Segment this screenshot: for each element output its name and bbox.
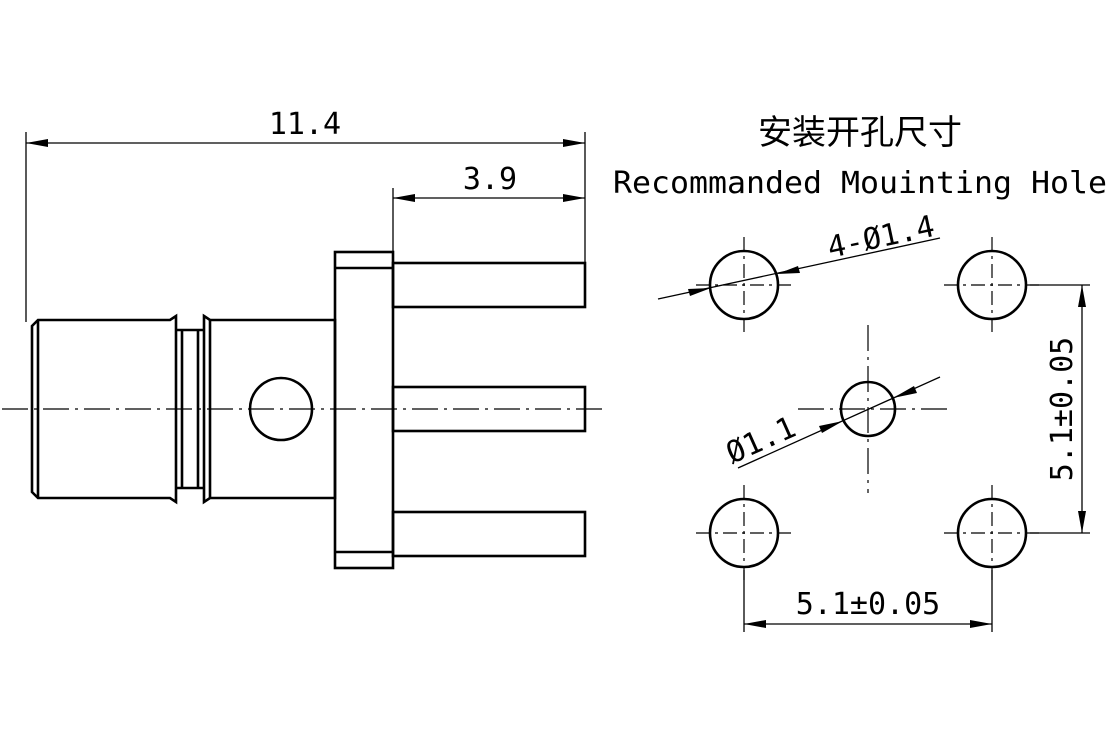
dim-center-hole: Ø1.1 bbox=[721, 410, 801, 471]
dim-hole-callout: 4-Ø1.4 bbox=[824, 209, 937, 266]
dim-vertical-spacing: 5.1±0.05 bbox=[1045, 337, 1080, 482]
title-english: Recommanded Mouinting Hole bbox=[613, 166, 1107, 201]
connector-side-view: 11.4 3.9 bbox=[2, 107, 608, 570]
dim-horizontal-spacing: 5.1±0.05 bbox=[796, 587, 941, 622]
mounting-hole-pattern: 4-Ø1.4 Ø1.1 5.1±0.05 5.1±0.05 bbox=[657, 209, 1090, 632]
dim-overall-length: 11.4 bbox=[269, 107, 341, 142]
dim-pin-length: 3.9 bbox=[463, 162, 517, 197]
title-chinese: 安装开孔尺寸 bbox=[758, 113, 962, 153]
